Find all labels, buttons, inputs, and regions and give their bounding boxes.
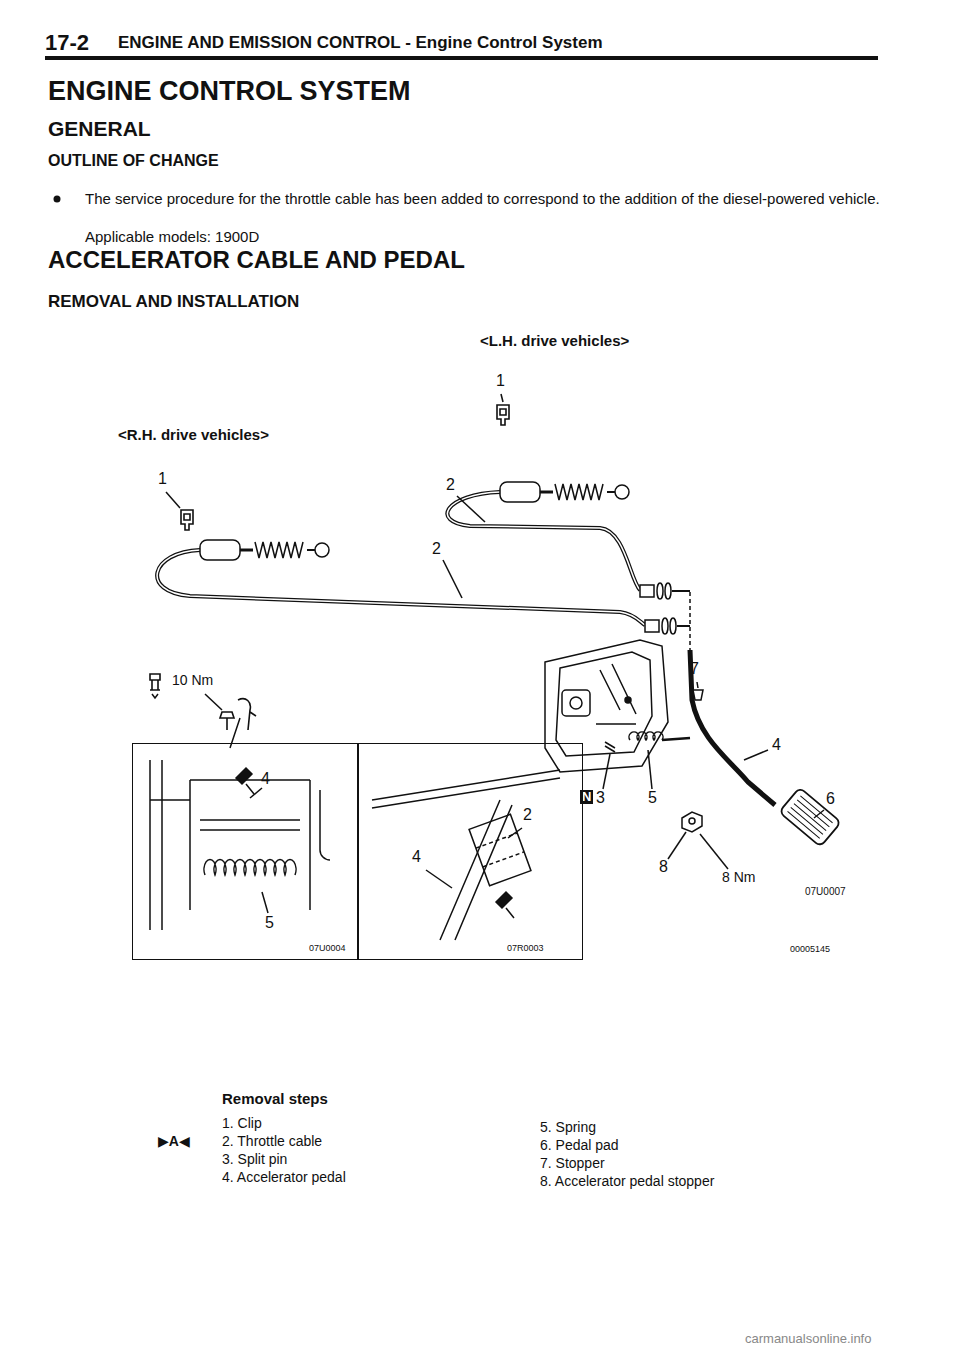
callout-number: 4 [261,770,270,788]
step-item: 2. Throttle cable [222,1133,322,1149]
callout-number: 1 [496,372,505,390]
page-title: ENGINE CONTROL SYSTEM [48,76,411,107]
callout-number: 8 [659,858,668,876]
callout-number: 6 [826,790,835,808]
view-label: <L.H. drive vehicles> [480,332,629,349]
callout-number: 1 [158,470,167,488]
section-heading: GENERAL [48,117,151,141]
torque-value: 8 Nm [722,869,755,885]
callout-number: 2 [446,476,455,494]
callout-number: 5 [648,789,657,807]
figure-code: 07R0003 [507,943,544,953]
step-item: 7. Stopper [540,1155,605,1171]
step-item: 4. Accelerator pedal [222,1169,346,1185]
step-item: 3. Split pin [222,1151,287,1167]
figure-code: 07U0007 [805,886,846,898]
figure-code: 07U0004 [309,943,346,953]
service-mark: ▶A◀ [158,1133,190,1149]
page-number: 17-2 [45,30,89,55]
callout-number: 4 [412,848,421,866]
callout-number: 2 [432,540,441,558]
step-item: 6. Pedal pad [540,1137,619,1153]
watermark: carmanualsonline.info [745,1332,871,1347]
sub-heading: REMOVAL AND INSTALLATION [48,292,299,312]
body-text: The service procedure for the throttle c… [85,189,885,209]
detail-inset: 2 4 07R0003 [358,743,583,960]
sub-heading: OUTLINE OF CHANGE [48,152,219,170]
callout-number: 2 [523,806,532,824]
view-label: <R.H. drive vehicles> [118,426,269,443]
callout-number: 3 [596,789,605,807]
callout-number: 5 [265,914,274,932]
running-header: ENGINE AND EMISSION CONTROL - Engine Con… [118,33,603,53]
body-text: Applicable models: 1900D [85,228,259,245]
detail-inset: 4 5 07U0004 [132,743,358,960]
step-item: 8. Accelerator pedal stopper [540,1173,714,1189]
step-item: 1. Clip [222,1115,262,1131]
torque-value: 10 Nm [172,672,213,688]
callout-number: 4 [772,736,781,754]
figure-code: 00005145 [790,944,830,954]
step-item: 5. Spring [540,1119,596,1135]
callout-number: 7 [690,660,699,678]
steps-heading: Removal steps [222,1090,328,1107]
section-heading: ACCELERATOR CABLE AND PEDAL [48,246,465,274]
